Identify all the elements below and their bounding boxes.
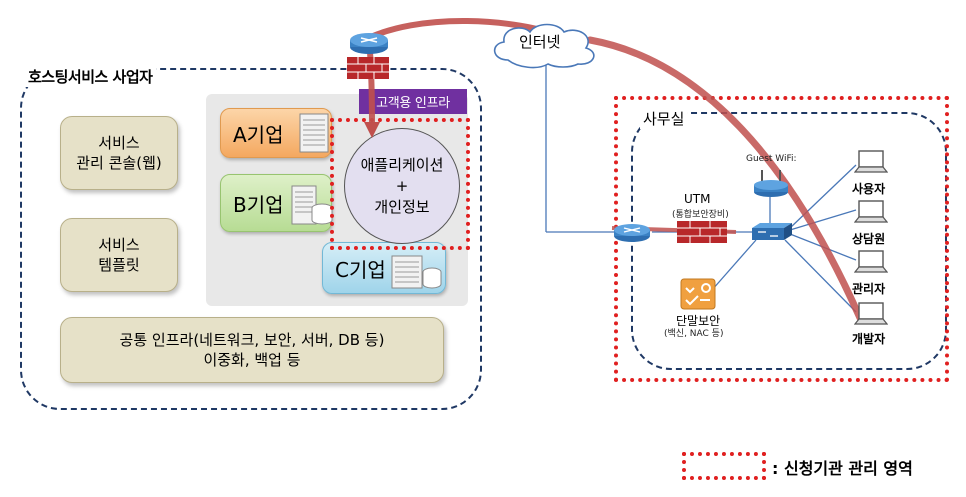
guest-wifi-label: Guest WiFi: [746, 154, 797, 164]
router-icon [350, 33, 388, 54]
laptop-icon [854, 200, 888, 223]
hosting-provider-region [20, 68, 482, 410]
agent-label: 상담원 [852, 232, 886, 246]
application-line-1: 애플리케이션 [360, 155, 444, 174]
service-console-line-2: 관리 콘솔(웹) [76, 154, 162, 172]
application-circle: 애플리케이션 + 개인정보 [344, 128, 460, 244]
cloud-icon [493, 23, 595, 69]
company-c-label: C기업 [335, 257, 386, 282]
service-template-line-1: 서비스 [98, 236, 140, 254]
laptop-icon [854, 150, 888, 173]
admin-label: 관리자 [852, 282, 886, 296]
legend-label: : 신청기관 관리 영역 [772, 459, 913, 478]
managed-area-infra [330, 118, 470, 250]
managed-area-office [614, 96, 949, 382]
server-icon [299, 113, 329, 153]
switch-icon [752, 223, 792, 240]
common-infra-line-1: 공통 인프라(네트워크, 보안, 서버, DB 등) [119, 331, 385, 349]
laptop-icon [854, 302, 888, 325]
wifi-ap-icon [754, 170, 788, 197]
customer-infra-label: 고객용 인프라 [359, 89, 467, 114]
endpoint-label: 단말보안 [676, 314, 721, 328]
company-b-label: B기업 [233, 192, 284, 217]
service-console-line-1: 서비스 [98, 134, 140, 152]
user-label: 사용자 [852, 182, 886, 196]
database-icon [391, 255, 442, 289]
laptop-icon [854, 250, 888, 273]
company-a-label: A기업 [233, 122, 284, 147]
endpoint-sub-label: (백신, NAC 등) [664, 329, 724, 339]
service-template-box: 서비스 템플릿 [60, 218, 178, 292]
endpoint-security-icon [680, 278, 716, 310]
common-infra-line-2: 이중화, 백업 등 [203, 351, 301, 369]
firewall-icon [347, 57, 389, 79]
developer-label: 개발자 [852, 332, 886, 346]
application-line-3: 개인정보 [374, 197, 430, 216]
utm-sub-label: (통합보안장비) [672, 210, 729, 220]
internet-label: 인터넷 [519, 33, 561, 51]
common-infra-box: 공통 인프라(네트워크, 보안, 서버, DB 등) 이중화, 백업 등 [60, 317, 444, 383]
application-line-2: + [395, 176, 409, 195]
firewall-icon [677, 221, 727, 243]
legend-swatch [682, 452, 766, 480]
office-title: 사무실 [640, 108, 688, 129]
hosting-provider-title: 호스팅서비스 사업자 [24, 66, 157, 87]
service-template-line-2: 템플릿 [98, 256, 140, 274]
service-console-box: 서비스 관리 콘솔(웹) [60, 116, 178, 190]
router-icon [614, 224, 650, 242]
utm-label: UTM [684, 192, 711, 206]
